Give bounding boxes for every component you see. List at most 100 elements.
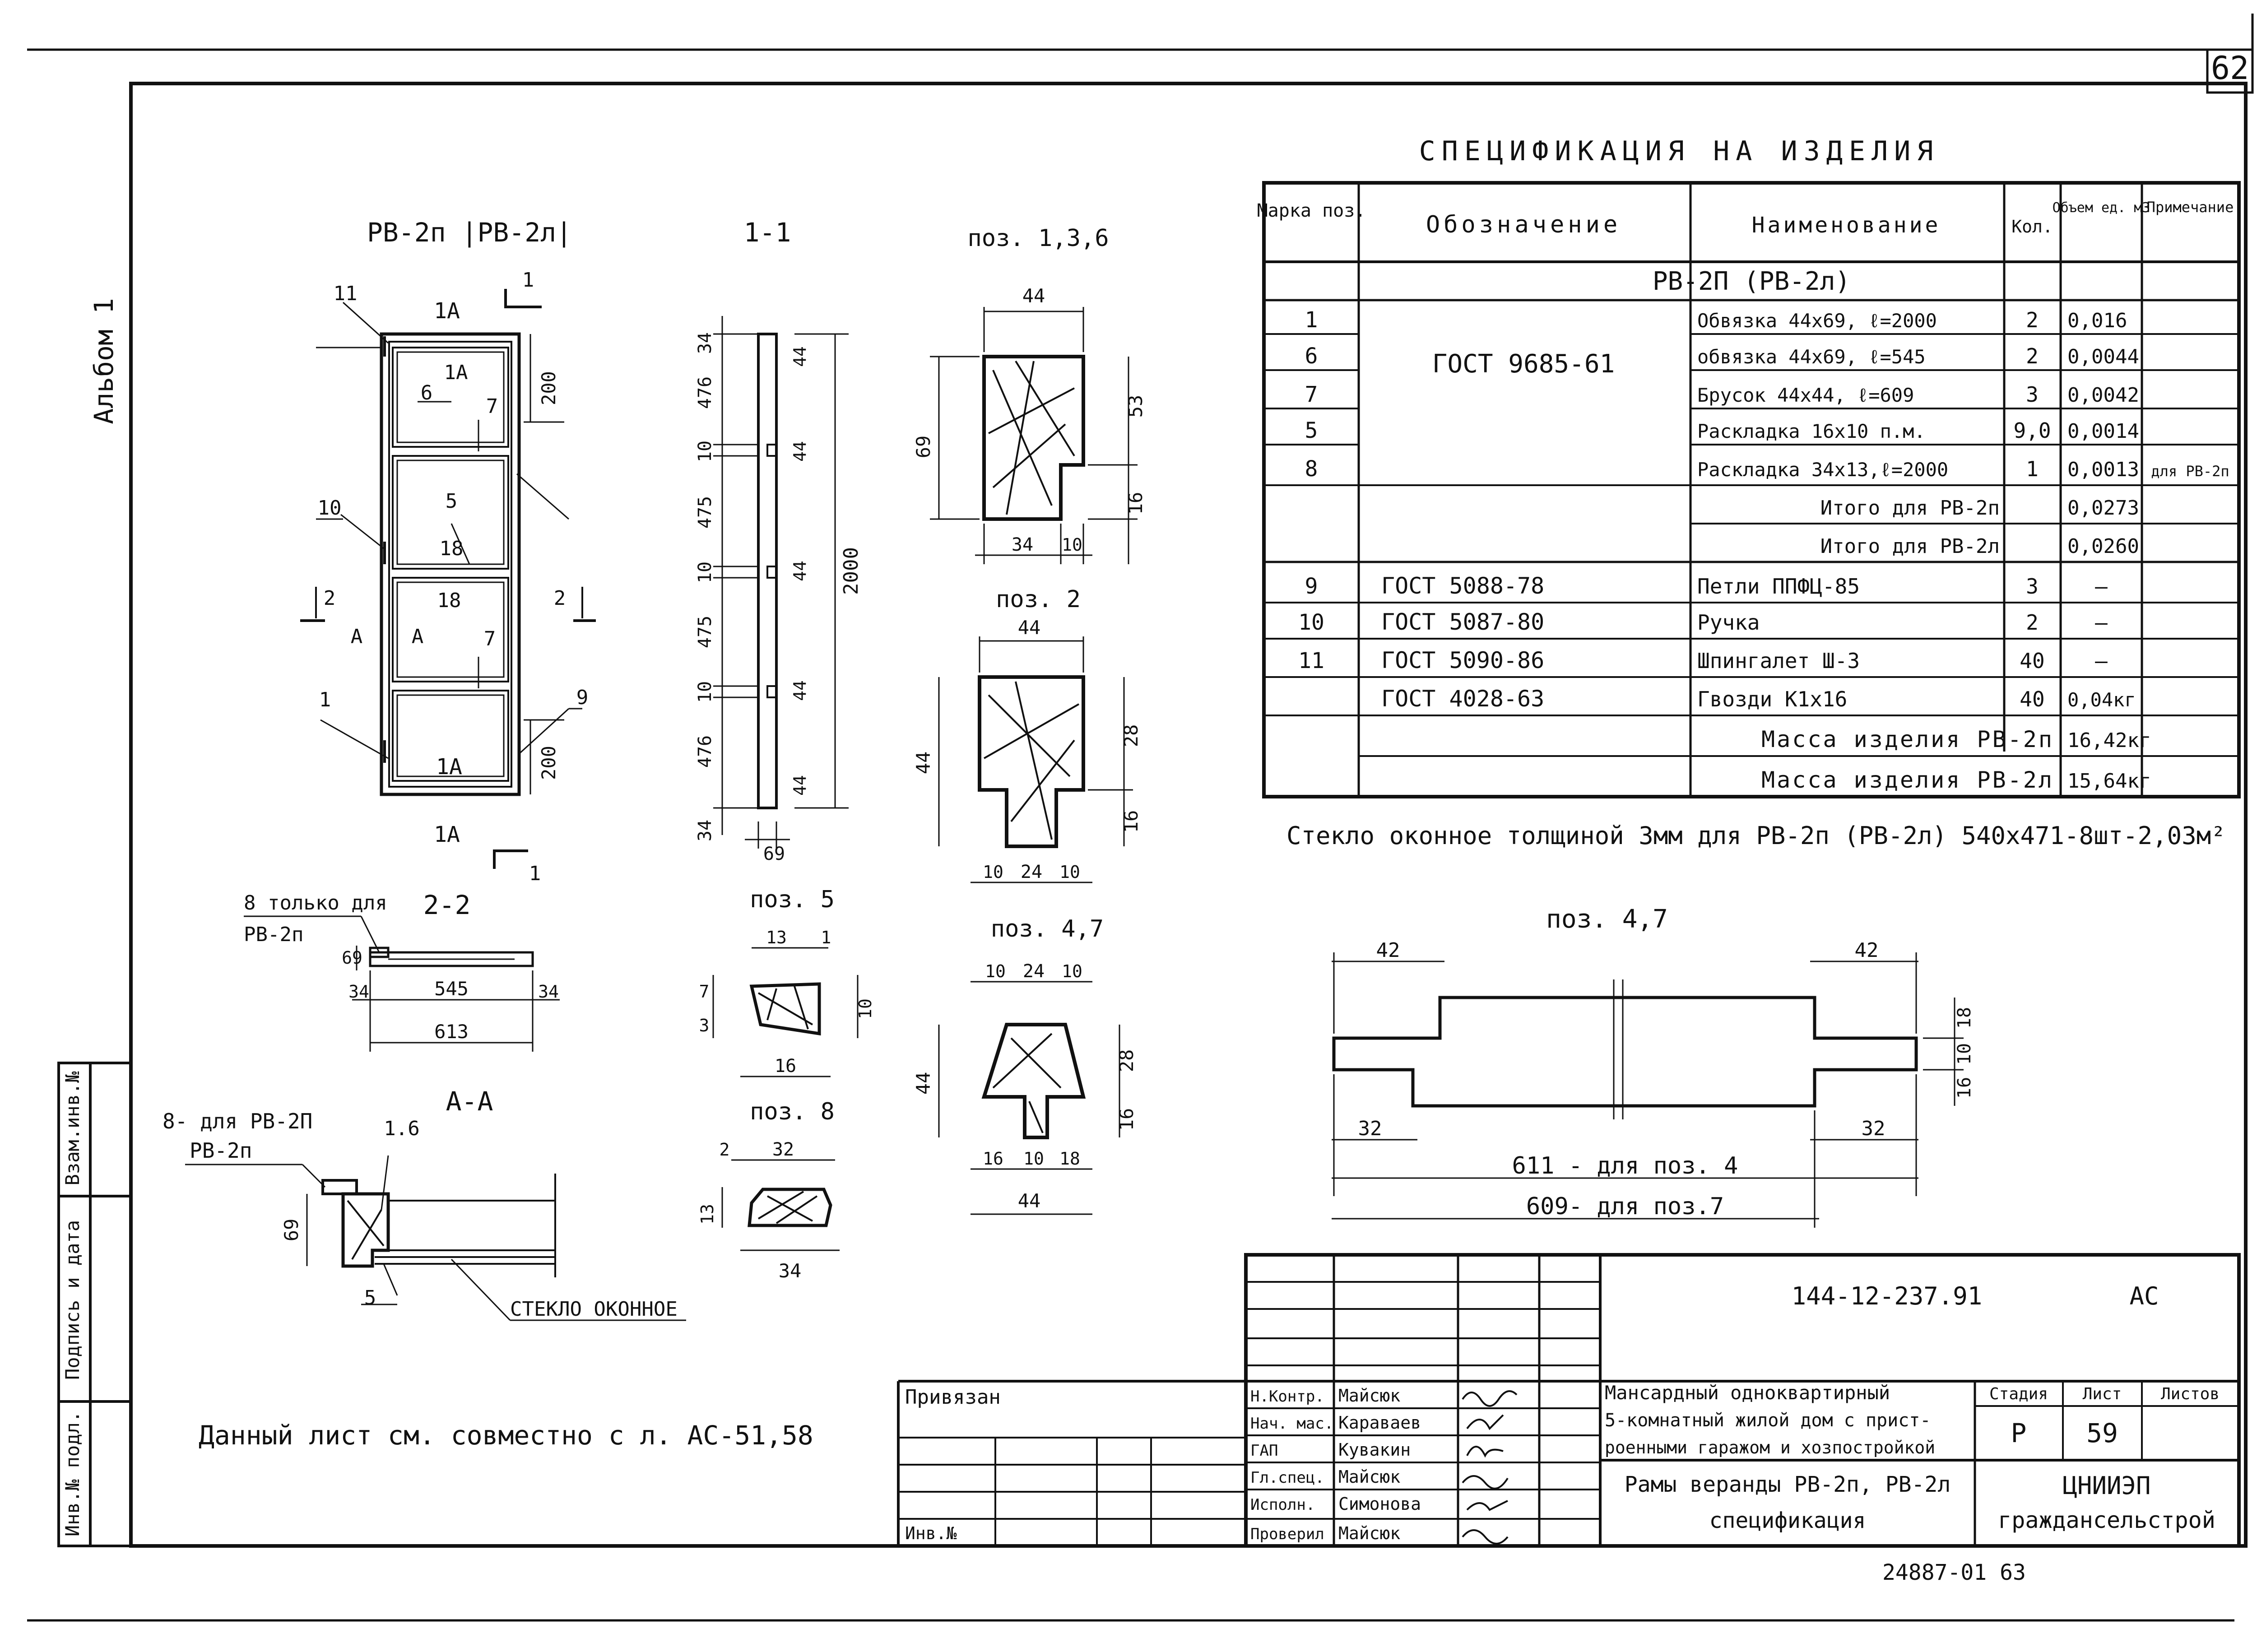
spec-row-name: Брусок 44х44, ℓ=609 <box>1697 384 1914 406</box>
s11-dim-34-bottom: 34 <box>695 820 715 841</box>
spec-row-note: для РВ-2п <box>2151 463 2229 480</box>
s11-dim-44-a: 44 <box>790 346 810 367</box>
s11-dim-476-a: 476 <box>695 376 715 409</box>
pos136-title: поз. 1,3,6 <box>967 225 1109 252</box>
spec-row-qty: 9,0 <box>2013 418 2051 443</box>
spec-row2-mark: 11 <box>1298 648 1324 673</box>
spec-row2-des: ГОСТ 5087-80 <box>1381 609 1544 635</box>
spec-row2-name: Петли ППФЦ-85 <box>1697 574 1860 599</box>
spec-mass-rv2l-value: 15,64кг <box>2067 770 2151 793</box>
side-sign-label: Подпись и дата <box>61 1220 84 1380</box>
spec-header-name: Наименование <box>1752 213 1941 238</box>
spec-title: СПЕЦИФИКАЦИЯ НА ИЗДЕЛИЯ <box>1419 135 1940 167</box>
spec-group: РВ-2П (РВ-2л) <box>1653 267 1850 296</box>
s22-dim-613: 613 <box>434 1021 469 1043</box>
pos47-dim-16-right: 16 <box>1115 1108 1138 1131</box>
tb-name: Кувакин <box>1338 1440 1411 1460</box>
spec-total-rv2p-label: Итого для РВ-2п <box>1820 497 2000 520</box>
tb-bound-label: Привязан <box>905 1386 1001 1409</box>
callout-2-right: 2 <box>554 587 566 610</box>
s11-dim-10-a: 10 <box>695 441 715 462</box>
pos47-dim-18: 18 <box>1059 1149 1080 1169</box>
big47-dim-16: 16 <box>1954 1077 1975 1099</box>
spec-row-vol: 0,0044 <box>2067 345 2139 368</box>
spec-header-qty: Кол. <box>2011 217 2053 237</box>
big47-dim-42-left: 42 <box>1376 939 1400 962</box>
tb-role: Н.Контр. <box>1250 1387 1324 1406</box>
spec-row2-des: ГОСТ 5088-78 <box>1381 573 1544 599</box>
pos47-dim-10-b: 10 <box>1062 961 1082 981</box>
tb-stage-label: Стадия <box>1989 1385 2048 1403</box>
spec-row2-vol: — <box>2095 574 2108 599</box>
pos136-dim-10: 10 <box>1062 535 1082 555</box>
pos5-dim-13: 13 <box>766 928 787 947</box>
tb-role: Проверил <box>1250 1525 1324 1543</box>
sheet-note: Данный лист см. совместно с л. АС-51,58 <box>199 1420 813 1451</box>
glass-note: Стекло оконное толщиной 3мм для РВ-2п (Р… <box>1286 821 2226 850</box>
tb-org-sub: граждансельстрой <box>1998 1507 2215 1533</box>
sheet-number: 62 <box>2211 50 2249 87</box>
aa-callout-5: 5 <box>364 1286 376 1309</box>
s22-dim-69: 69 <box>342 948 362 968</box>
spec-total-rv2p-vol: 0,0273 <box>2067 497 2139 520</box>
pos136-dim-16: 16 <box>1124 492 1147 515</box>
callout-1a-pane: 1А <box>444 361 468 384</box>
main-elevation: РВ-2п |РВ-2л| <box>300 217 596 885</box>
pos2-dim-24: 24 <box>1021 862 1042 882</box>
side-vzam-label: Взам.инв.№ <box>61 1071 84 1186</box>
spec-row2-vol: — <box>2095 610 2108 635</box>
profile-pos-2: поз. 2 44 44 28 16 10 24 10 <box>912 586 1142 883</box>
tb-project-line: Мансардный одноквартирный <box>1605 1382 1890 1404</box>
tb-role: Нач. мас. <box>1250 1415 1333 1433</box>
spec-row-name: обвязка 44х69, ℓ=545 <box>1697 346 1926 368</box>
s22-dim-34-a: 34 <box>348 982 369 1002</box>
tb-org: ЦНИИЭП <box>2062 1471 2150 1500</box>
pos136-dim-53: 53 <box>1124 395 1147 418</box>
spec-row2-name: Гвозди К1х16 <box>1697 687 1847 711</box>
tb-sheet-title: Рамы веранды РВ-2п, РВ-2л <box>1625 1472 1950 1497</box>
spec-total-rv2l-vol: 0,0260 <box>2067 535 2139 558</box>
s11-dim-10-c: 10 <box>695 681 715 703</box>
spec-row-mark: 6 <box>1305 343 1318 369</box>
pos8-dim-13: 13 <box>697 1204 717 1225</box>
spec-row-vol: 0,016 <box>2067 309 2127 332</box>
pos2-title: поз. 2 <box>996 586 1081 613</box>
pos47-dim-10-a: 10 <box>985 961 1006 981</box>
spec-header-designation: Обозначение <box>1426 211 1621 238</box>
pos5-dim-3: 3 <box>699 1016 710 1035</box>
tb-name: Майсюк <box>1338 1386 1400 1406</box>
spec-row-name: Обвязка 44х69, ℓ=2000 <box>1697 310 1937 332</box>
callout-1-left: 1 <box>319 688 331 711</box>
pos2-dim-44-top: 44 <box>1018 617 1041 639</box>
spec-row-mark: 7 <box>1305 382 1318 407</box>
spec-row-mark: 8 <box>1305 456 1318 482</box>
tb-project-line: 5-комнатный жилой дом с прист- <box>1605 1410 1931 1431</box>
spec-row2-vol: 0,04кг <box>2067 689 2136 711</box>
tb-code: 144-12-237.91 <box>1792 1282 1983 1310</box>
spec-row2-qty: 40 <box>2020 649 2044 673</box>
section-aa-title: А-А <box>446 1086 493 1117</box>
pos47-dim-44-bottom: 44 <box>1018 1190 1041 1212</box>
tb-project-line: роенными гаражом и хозпостройкой <box>1605 1438 1935 1457</box>
big47-dim-32-right: 32 <box>1862 1117 1885 1140</box>
section-2-2: 8 только для РВ-2п 2-2 69 34 545 34 613 <box>244 890 560 1052</box>
tb-stage: Р <box>2011 1418 2027 1448</box>
pos8-dim-32: 32 <box>772 1139 794 1160</box>
pos5-dim-16: 16 <box>775 1056 796 1077</box>
s11-dim-44-d: 44 <box>790 680 810 701</box>
pos2-dim-16: 16 <box>1120 810 1142 833</box>
spec-table: СПЕЦИФИКАЦИЯ НА ИЗДЕЛИЯ Марка поз. Обозн… <box>1257 135 2241 798</box>
tb-sheet: 59 <box>2086 1418 2118 1448</box>
aa-dim-1-6: 1.6 <box>384 1117 419 1140</box>
spec-row-vol: 0,0042 <box>2067 384 2139 407</box>
only-for-label: 8 только для <box>244 891 387 914</box>
spec-mass-rv2p-value: 16,42кг <box>2067 729 2151 752</box>
callout-9: 9 <box>576 686 589 709</box>
big47-len-609: 609- для поз.7 <box>1526 1193 1724 1220</box>
spec-row-vol: 0,0013 <box>2067 458 2139 481</box>
pos5-dim-7: 7 <box>699 982 710 1002</box>
s11-dim-44-c: 44 <box>790 561 810 581</box>
spec-header-volume: Объем ед. м3 <box>2053 200 2150 216</box>
spec-row2-vol: — <box>2095 649 2108 673</box>
